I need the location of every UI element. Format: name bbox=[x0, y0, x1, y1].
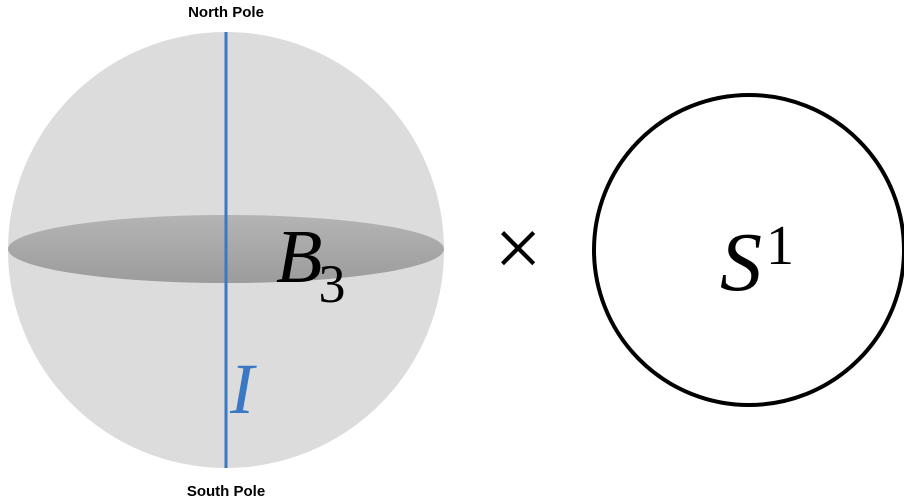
product-operator: × bbox=[494, 202, 541, 295]
ball-subscript: 3 bbox=[318, 254, 345, 314]
north-pole-label: North Pole bbox=[188, 4, 264, 21]
south-pole-label: South Pole bbox=[187, 483, 265, 500]
ball-symbol: B bbox=[276, 215, 322, 299]
circle-s1 bbox=[592, 93, 904, 407]
circle-symbol: S bbox=[720, 216, 762, 309]
circle-label: S1 bbox=[720, 215, 794, 309]
circle-superscript: 1 bbox=[766, 215, 794, 277]
ball-label: B3 bbox=[276, 215, 345, 314]
interval-label: I bbox=[229, 349, 257, 429]
